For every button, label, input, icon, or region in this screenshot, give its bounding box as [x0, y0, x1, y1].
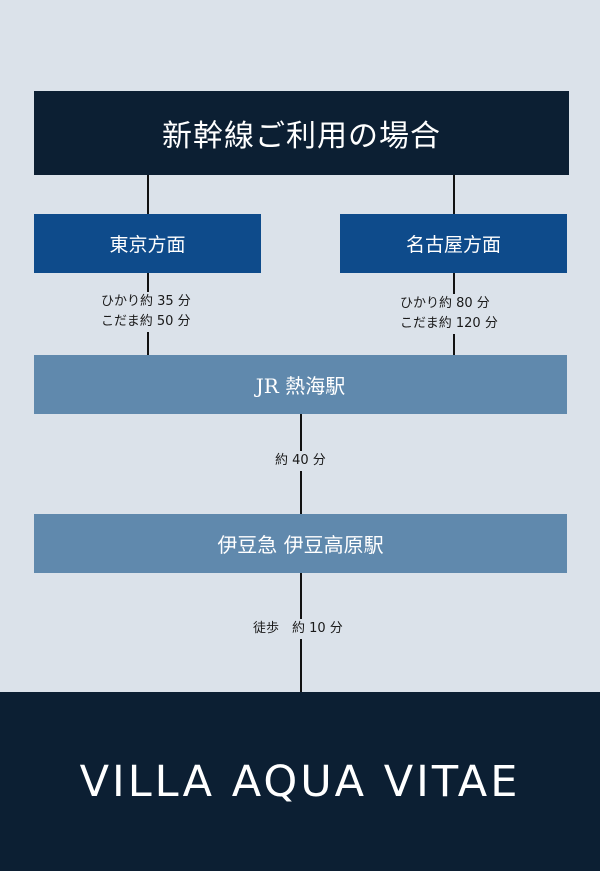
atami-station-box: JR 熱海駅	[34, 355, 567, 414]
connector-title-nagoya	[453, 175, 455, 214]
nagoya-hikari-time: ひかり約 80 分	[400, 296, 490, 311]
nagoya-direction-box: 名古屋方面	[340, 214, 567, 273]
izukogen-station-label: 伊豆急 伊豆高原駅	[217, 533, 384, 557]
walk-time: 徒歩 約 10 分	[251, 619, 345, 639]
izukogen-station-box: 伊豆急 伊豆高原駅	[34, 514, 567, 573]
tokyo-kodama-time: こだま約 50 分	[101, 314, 191, 329]
walk-time-text: 徒歩 約 10 分	[253, 621, 343, 636]
destination-footer: VILLA AQUA VITAE	[0, 692, 600, 871]
connector-title-tokyo	[147, 175, 149, 214]
atami-to-izukogen-text: 約 40 分	[275, 453, 326, 468]
page-title: 新幹線ご利用の場合	[34, 91, 569, 175]
nagoya-kodama-time: こだま約 120 分	[400, 316, 498, 331]
atami-to-izukogen-time: 約 40 分	[273, 451, 328, 471]
tokyo-travel-times: ひかり約 35 分 こだま約 50 分	[99, 292, 193, 332]
tokyo-hikari-time: ひかり約 35 分	[101, 294, 191, 309]
tokyo-direction-label: 東京方面	[109, 234, 186, 256]
tokyo-direction-box: 東京方面	[34, 214, 261, 273]
destination-name: VILLA AQUA VITAE	[79, 756, 521, 807]
page-title-text: 新幹線ご利用の場合	[162, 119, 441, 154]
atami-station-label: JR 熱海駅	[255, 374, 346, 398]
nagoya-direction-label: 名古屋方面	[405, 234, 501, 256]
nagoya-travel-times: ひかり約 80 分 こだま約 120 分	[398, 294, 500, 334]
